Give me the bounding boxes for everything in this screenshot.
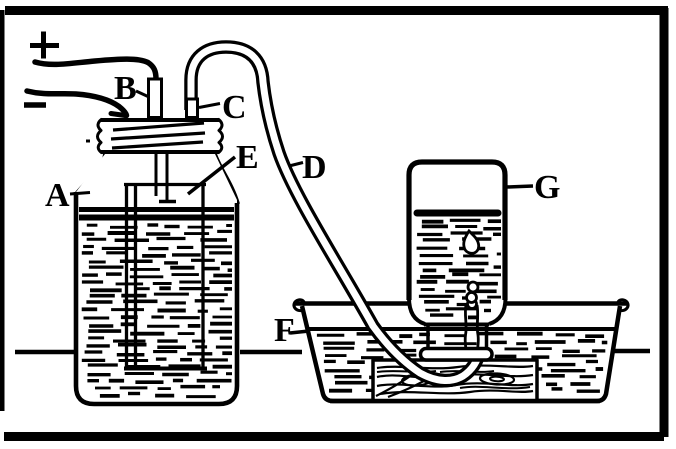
svg-text:D: D <box>302 149 327 186</box>
svg-text:B: B <box>114 70 137 107</box>
svg-text:E: E <box>236 139 259 176</box>
svg-text:F: F <box>274 312 295 349</box>
svg-text:A: A <box>45 177 70 214</box>
svg-text:C: C <box>222 89 247 126</box>
svg-text:G: G <box>534 169 560 206</box>
